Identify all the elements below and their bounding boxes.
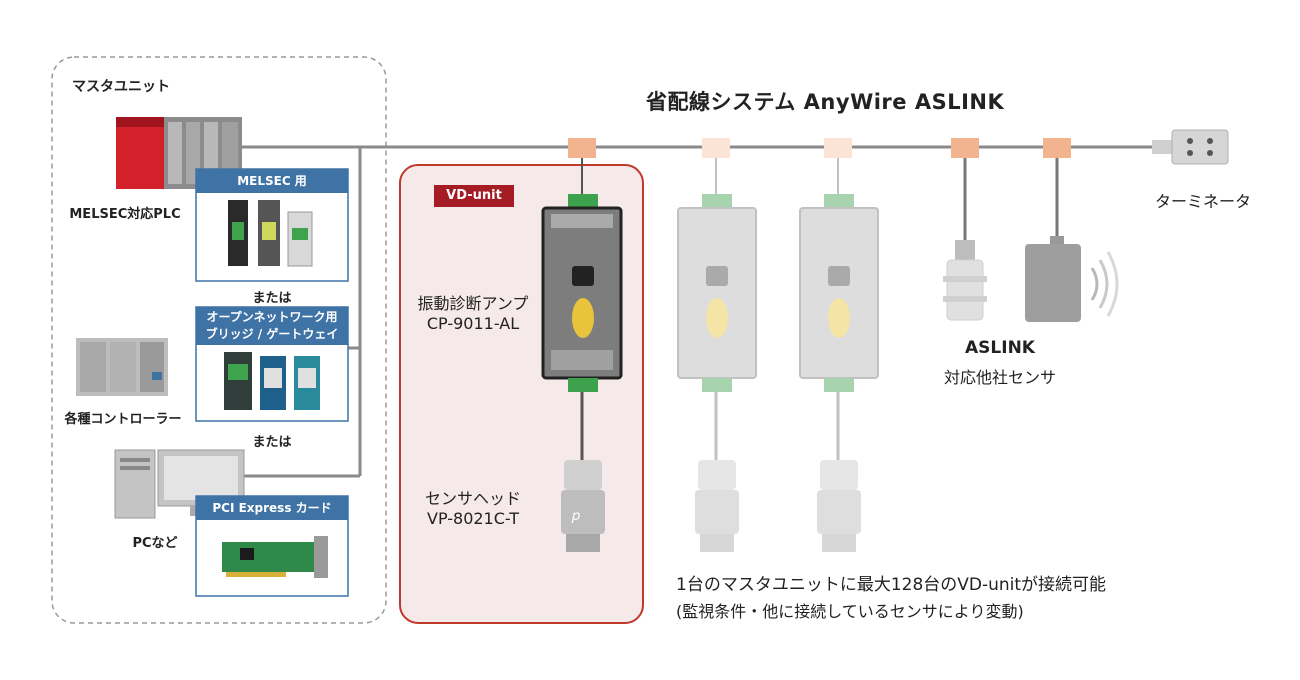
vd-amplifier-2 — [677, 158, 757, 552]
gateway-card-header: オープンネットワーク用 ブリッジ / ゲートウェイ — [196, 307, 348, 345]
vd-unit-badge: VD-unit — [434, 185, 514, 207]
master-unit-frame — [51, 56, 387, 624]
pc-device — [114, 449, 245, 519]
pci-card-header: PCI Express カード — [196, 496, 348, 520]
terminator-label: ターミネータ — [1154, 192, 1251, 211]
gateway-card-header-line1: オープンネットワーク用 — [206, 310, 338, 324]
third-party-proximity-sensor — [943, 158, 987, 321]
or-label-2: または — [252, 435, 292, 450]
controller-label: 各種コントローラー — [64, 412, 182, 427]
or-label-1: または — [252, 291, 292, 306]
capacity-note-sub: (監視条件・他に接続しているセンサにより変動) — [676, 602, 1024, 621]
sensor-head-model: VP-8021C-T — [427, 509, 519, 528]
bus-connector-3 — [824, 138, 852, 158]
controller-device — [76, 338, 168, 396]
vd-amplifier-3 — [799, 158, 879, 552]
capacity-note: 1台のマスタユニットに最大128台のVD-unitが接続可能 — [676, 575, 1107, 595]
bus-connector-5 — [1043, 138, 1071, 158]
third-party-photo-sensor — [1025, 158, 1119, 322]
vd-amplifier-main — [541, 158, 623, 460]
vd-sensor-head-main: 𝑝 — [561, 460, 605, 552]
bus-connector-2 — [702, 138, 730, 158]
melsec-card-header: MELSEC 用 — [196, 169, 348, 193]
aslink-sensor-label-line2: 対応他社センサ — [943, 368, 1056, 387]
plc-label: MELSEC対応PLC — [69, 207, 181, 222]
system-title: 省配線システム AnyWire ASLINK — [646, 90, 1005, 114]
bus-connector-4 — [951, 138, 979, 158]
amp-name: 振動診断アンプ — [417, 294, 529, 313]
pc-label: PCなど — [132, 536, 178, 551]
sensor-head-name: センサヘッド — [424, 489, 521, 508]
amp-model: CP-9011-AL — [426, 314, 520, 333]
master-unit-heading: マスタユニット — [72, 79, 170, 95]
gateway-card-header-line2: ブリッジ / ゲートウェイ — [205, 327, 339, 341]
aslink-sensor-label-line1: ASLINK — [965, 338, 1035, 358]
terminator-device — [1152, 129, 1229, 165]
bus-connector-1 — [568, 138, 596, 158]
svg-text:𝑝: 𝑝 — [571, 508, 580, 524]
